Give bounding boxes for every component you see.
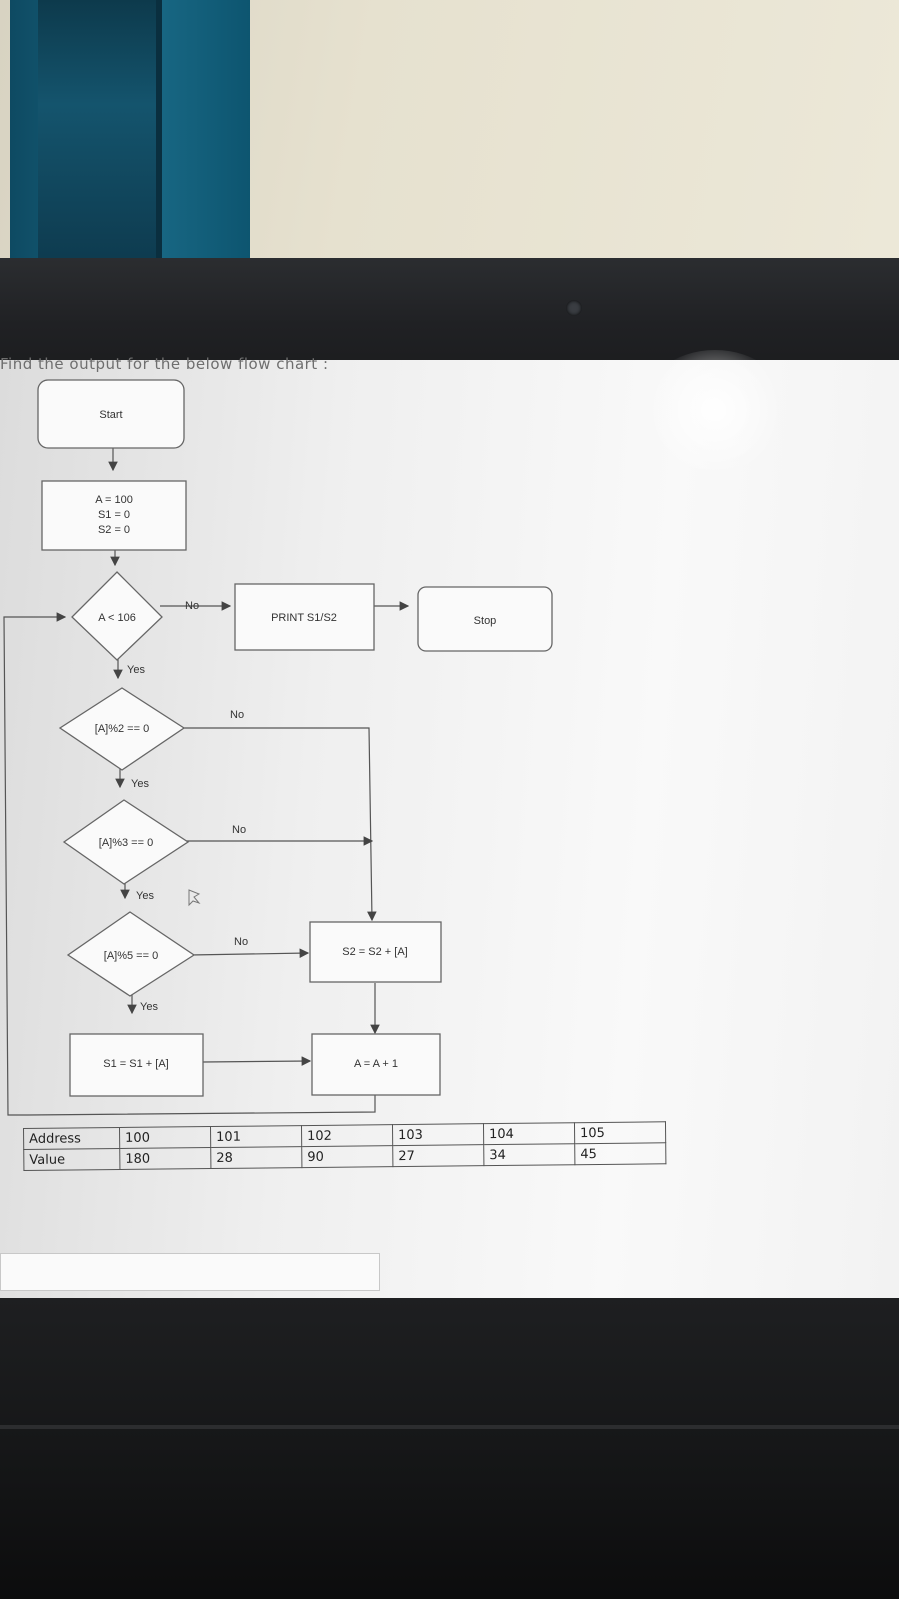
no-label-mod2: No (230, 709, 244, 721)
table-cell: 34 (483, 1143, 575, 1166)
init-line-3: S2 = 0 (98, 524, 130, 536)
background-door (10, 0, 250, 262)
start-label: Start (99, 409, 122, 421)
node-increment (311, 1033, 441, 1096)
yes-label-mod3: Yes (136, 890, 154, 902)
yes-label-mod2: Yes (131, 778, 149, 790)
table-cell: 103 (392, 1123, 484, 1146)
yes-label-mod5: Yes (140, 1001, 158, 1013)
no-label-loop: No (185, 600, 199, 612)
node-cond-mod5 (66, 911, 196, 997)
node-start (37, 379, 185, 449)
node-print (234, 583, 375, 651)
yes-label-loop: Yes (127, 664, 145, 676)
table-cell: 27 (392, 1144, 484, 1167)
memory-table: Address 100 101 102 103 104 105 Value 18… (23, 1121, 666, 1171)
cond-loop-label: A < 106 (98, 612, 136, 624)
init-line-2: S1 = 0 (98, 509, 130, 521)
node-cond-mod2 (58, 687, 186, 771)
flow-shapes (37, 379, 553, 1097)
node-cond-loop (71, 571, 163, 661)
table-cell: 45 (574, 1142, 666, 1165)
laptop-hinge (0, 1425, 899, 1429)
no-label-mod5: No (234, 936, 248, 948)
node-s2-update (309, 921, 442, 983)
cond-mod3-label: [A]%3 == 0 (99, 837, 153, 849)
node-s1-update (69, 1033, 204, 1097)
door-gap (156, 0, 162, 262)
s1-update-label: S1 = S1 + [A] (103, 1058, 168, 1070)
table-cell: 180 (119, 1147, 211, 1170)
question-text: Find the output for the below flow chart… (0, 355, 329, 373)
table-cell: 28 (210, 1146, 302, 1169)
cond-mod5-label: [A]%5 == 0 (104, 950, 158, 962)
table-cell: 90 (301, 1145, 393, 1168)
cursor-icon (188, 889, 201, 907)
webcam-icon (566, 300, 582, 316)
laptop-base (0, 1298, 899, 1599)
init-line-1: A = 100 (95, 494, 133, 506)
door-panel (38, 0, 156, 262)
increment-label: A = A + 1 (354, 1058, 398, 1070)
node-init (41, 480, 187, 551)
table-cell: Address (23, 1127, 120, 1150)
node-stop (417, 586, 553, 652)
answer-input[interactable] (0, 1253, 380, 1291)
stop-label: Stop (474, 615, 497, 627)
node-cond-mod3 (62, 799, 190, 885)
table-cell: Value (23, 1148, 120, 1171)
screen-glare (640, 350, 790, 470)
cond-mod2-label: [A]%2 == 0 (95, 723, 149, 735)
table-cell: 100 (119, 1126, 211, 1149)
print-label: PRINT S1/S2 (271, 612, 337, 624)
table-cell: 105 (574, 1121, 666, 1144)
laptop-bezel (0, 258, 899, 368)
no-label-mod3: No (232, 824, 246, 836)
table-cell: 104 (483, 1122, 575, 1145)
s2-update-label: S2 = S2 + [A] (342, 946, 407, 958)
table-cell: 102 (301, 1124, 393, 1147)
table-cell: 101 (210, 1125, 302, 1148)
